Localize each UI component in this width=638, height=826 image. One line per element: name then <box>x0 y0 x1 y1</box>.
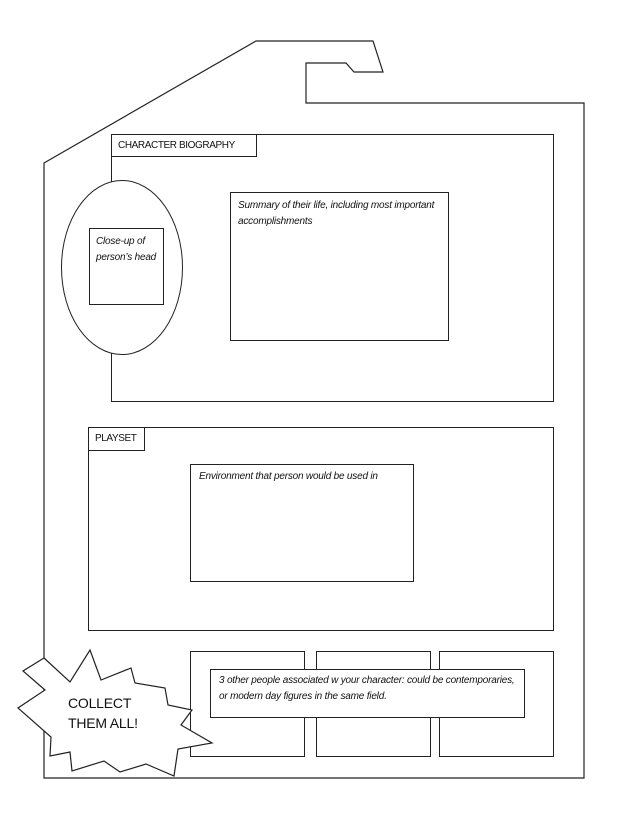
head-photo-label: Close-up of person’s head <box>96 236 157 263</box>
package-outline <box>43 40 585 779</box>
burst-shape <box>17 648 214 777</box>
environment-box: Environment that person would be used in <box>190 464 414 582</box>
collect-text: COLLECT THEM ALL! <box>68 693 138 734</box>
associates-note-box: 3 other people associated w your charact… <box>210 669 525 718</box>
biography-title: CHARACTER BIOGRAPHY <box>111 134 257 157</box>
summary-box: Summary of their life, including most im… <box>230 192 449 341</box>
collect-line-2: THEM ALL! <box>68 715 138 732</box>
summary-label: Summary of their life, including most im… <box>238 200 435 227</box>
environment-label: Environment that person would be used in <box>199 471 378 482</box>
head-photo-box: Close-up of person’s head <box>89 228 164 305</box>
collect-line-1: COLLECT <box>68 695 132 711</box>
associates-note-label: 3 other people associated w your charact… <box>219 675 515 702</box>
playset-title: PLAYSET <box>88 427 145 451</box>
